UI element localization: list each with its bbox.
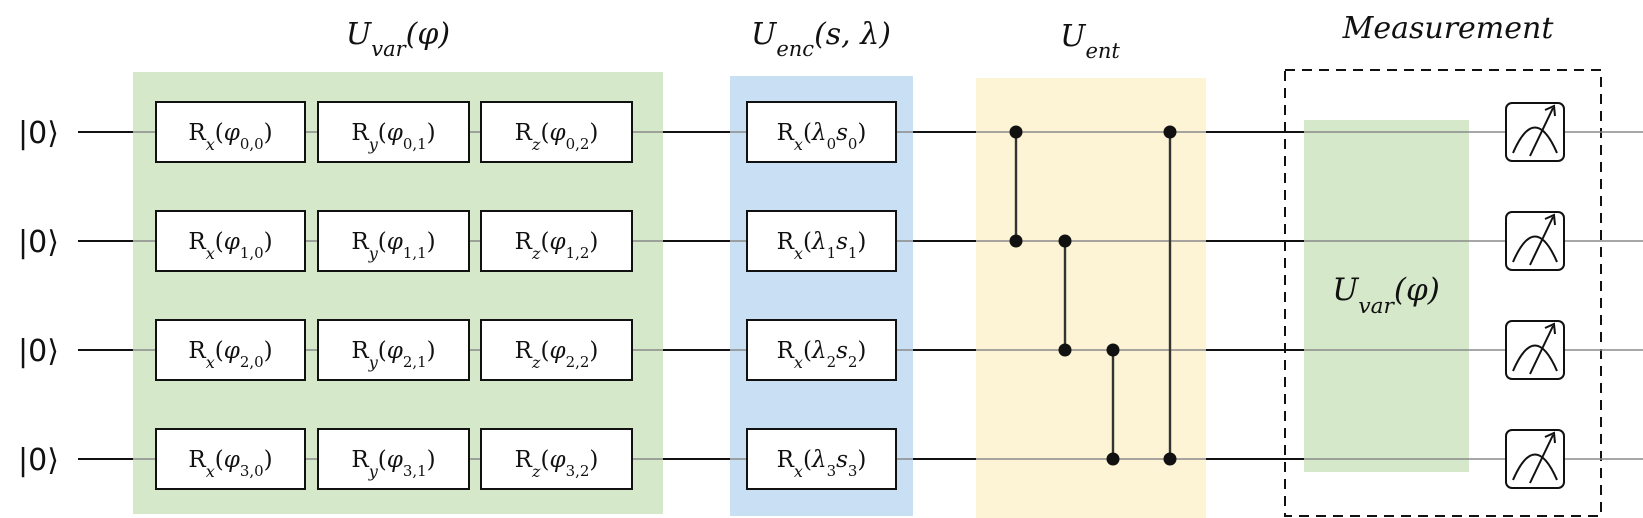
meter-arc: [1512, 126, 1558, 154]
var-gate-label: Ry(φ3,1): [351, 447, 435, 481]
control-dot: [1009, 125, 1023, 139]
var-gate-1-2: Rz(φ1,2): [480, 210, 633, 272]
meter-arc: [1512, 344, 1558, 372]
measurement-dashed-frame: [1284, 69, 1602, 517]
control-dot: [1163, 452, 1177, 466]
meter-needle: [1529, 434, 1554, 484]
variational-gates: Rx(φ0,0) Ry(φ0,1) Rz(φ0,2) Rx(φ1,0) Ry(φ1,1)…: [155, 101, 633, 490]
var-gate-2-0: Rx(φ2,0): [155, 319, 306, 381]
var-gate-0-2: Rz(φ0,2): [480, 101, 633, 163]
meter-needle: [1529, 216, 1554, 266]
meter-arc: [1512, 453, 1558, 481]
entangling-block: [976, 78, 1206, 518]
entangling-title: Uent: [1060, 19, 1120, 63]
enc-gate-1: Rx(λ1s1): [746, 210, 897, 272]
ket-label-3: |0⟩: [18, 443, 59, 478]
gate-box: [746, 210, 897, 272]
enc-gate-label: Rx(λ0s0): [777, 120, 867, 154]
control-dot: [1106, 343, 1120, 357]
var-gate-label: Ry(φ0,1): [351, 120, 435, 154]
var-gate-1-0: Rx(φ1,0): [155, 210, 306, 272]
var-gate-label: Rx(φ1,0): [188, 229, 272, 263]
control-dot: [1058, 234, 1072, 248]
var-gate-2-2: Rz(φ2,2): [480, 319, 633, 381]
ket-label-1: |0⟩: [18, 225, 59, 260]
gate-box: [155, 428, 306, 490]
var-gate-label: Ry(φ2,1): [351, 338, 435, 372]
gate-box: [317, 210, 470, 272]
gate-box: [317, 428, 470, 490]
enc-gate-label: Rx(λ2s2): [777, 338, 867, 372]
measurement-title: Measurement: [1342, 11, 1555, 46]
control-dot: [1163, 125, 1177, 139]
gate-box: [480, 210, 633, 272]
gate-box: [155, 319, 306, 381]
encoding-gates: Rx(λ0s0) Rx(λ1s1) Rx(λ2s2) Rx(λ3s3): [746, 101, 897, 490]
gate-box: [480, 428, 633, 490]
ket-label-2: |0⟩: [18, 334, 59, 369]
var-gate-0-0: Rx(φ0,0): [155, 101, 306, 163]
enc-gate-label: Rx(λ1s1): [777, 229, 867, 263]
meter-arc: [1512, 235, 1558, 263]
gate-box: [746, 428, 897, 490]
measurement-variational-block: [1304, 120, 1469, 472]
measurement-inner-label: Uvar(φ): [1332, 272, 1440, 319]
var-gate-label: Rz(φ3,2): [515, 447, 599, 481]
var-gate-label: Rz(φ0,2): [515, 120, 599, 154]
control-dot: [1009, 234, 1023, 248]
var-gate-label: Rz(φ1,2): [515, 229, 599, 263]
gate-box: [155, 101, 306, 163]
gate-box: [480, 101, 633, 163]
var-gate-2-1: Ry(φ2,1): [317, 319, 470, 381]
gate-box: [317, 319, 470, 381]
var-gate-label: Rx(φ3,0): [188, 447, 272, 481]
gate-box: [746, 101, 897, 163]
enc-gate-0: Rx(λ0s0): [746, 101, 897, 163]
control-dot: [1106, 452, 1120, 466]
meter-needle: [1529, 107, 1554, 157]
variational-title: Uvar(φ): [346, 17, 450, 61]
cz-gate-2: [1106, 343, 1120, 466]
gate-box: [155, 210, 306, 272]
gate-box: [746, 319, 897, 381]
cz-gate-0: [1009, 125, 1023, 248]
meter-1-icon: [1505, 211, 1565, 271]
var-gate-3-0: Rx(φ3,0): [155, 428, 306, 490]
ket-label-0: |0⟩: [18, 116, 59, 151]
meter-arrowhead: [1544, 322, 1556, 335]
measurement-meters: [1505, 102, 1565, 489]
var-gate-1-1: Ry(φ1,1): [317, 210, 470, 272]
cz-gate-1: [1058, 234, 1072, 357]
meter-2-icon: [1505, 320, 1565, 380]
gate-box: [317, 101, 470, 163]
gate-box: [480, 319, 633, 381]
meter-3-icon: [1505, 429, 1565, 489]
var-gate-label: Rx(φ2,0): [188, 338, 272, 372]
var-gate-0-1: Ry(φ0,1): [317, 101, 470, 163]
enc-gate-label: Rx(λ3s3): [777, 447, 867, 481]
meter-arrowhead: [1544, 213, 1556, 226]
enc-gate-3: Rx(λ3s3): [746, 428, 897, 490]
var-gate-label: Ry(φ1,1): [351, 229, 435, 263]
entangling-gates: [1009, 125, 1177, 466]
meter-needle: [1529, 325, 1554, 375]
var-gate-label: Rx(φ0,0): [188, 120, 272, 154]
var-gate-3-1: Ry(φ3,1): [317, 428, 470, 490]
cz-gate-3: [1163, 125, 1177, 466]
qubit-initial-states: |0⟩ |0⟩ |0⟩ |0⟩: [18, 116, 59, 478]
meter-0-icon: [1505, 102, 1565, 162]
meter-arrowhead: [1544, 104, 1556, 117]
var-gate-3-2: Rz(φ3,2): [480, 428, 633, 490]
encoding-title: Uenc(s, λ): [751, 17, 891, 61]
var-gate-label: Rz(φ2,2): [515, 338, 599, 372]
control-dot: [1058, 343, 1072, 357]
meter-arrowhead: [1544, 431, 1556, 444]
enc-gate-2: Rx(λ2s2): [746, 319, 897, 381]
